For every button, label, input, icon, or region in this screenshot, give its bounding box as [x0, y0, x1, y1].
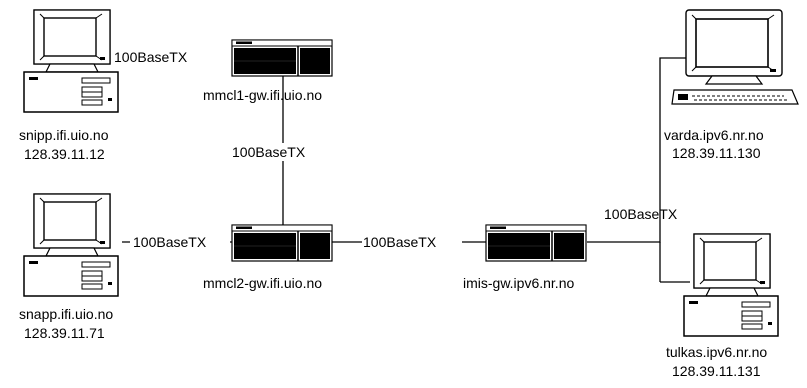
link-label-mmcl1-mmcl2: 100BaseTX — [232, 144, 306, 160]
workstation-icon — [671, 9, 799, 105]
host-snapp[interactable]: snapp.ifi.uio.no 128.39.11.71 — [19, 193, 119, 341]
router-imis[interactable]: imis-gw.ipv6.nr.no — [463, 224, 587, 291]
host-ip: 128.39.11.71 — [24, 325, 105, 341]
host-name: tulkas.ipv6.nr.no — [666, 344, 767, 360]
host-ip: 128.39.11.131 — [672, 363, 761, 379]
router-mmcl1[interactable]: mmcl1-gw.ifi.uio.no — [203, 39, 333, 103]
link-label-imis-ipv6: 100BaseTX — [604, 206, 678, 222]
link-label-mmcl2-imis: 100BaseTX — [363, 234, 437, 250]
router-icon — [231, 224, 333, 262]
link-imis-ipv6-segment — [587, 57, 690, 243]
host-ip: 128.39.11.12 — [24, 146, 105, 162]
router-name: imis-gw.ipv6.nr.no — [463, 275, 574, 291]
link-labels: 100BaseTX 100BaseTX 100BaseTX 100BaseTX … — [110, 48, 678, 251]
host-ip: 128.39.11.130 — [672, 145, 761, 161]
link-label-snapp-mmcl2: 100BaseTX — [133, 234, 207, 250]
host-name: varda.ipv6.nr.no — [664, 127, 764, 143]
desktop-computer-icon — [683, 233, 779, 337]
host-varda[interactable]: varda.ipv6.nr.no 128.39.11.130 — [664, 9, 799, 161]
link-label-snipp-mmcl1: 100BaseTX — [114, 49, 188, 65]
desktop-computer-icon — [23, 9, 119, 113]
host-tulkas[interactable]: tulkas.ipv6.nr.no 128.39.11.131 — [666, 233, 779, 379]
host-snipp[interactable]: snipp.ifi.uio.no 128.39.11.12 — [19, 9, 119, 162]
desktop-computer-icon — [23, 193, 119, 297]
router-icon — [485, 224, 587, 262]
router-name: mmcl2-gw.ifi.uio.no — [203, 275, 322, 291]
host-name: snapp.ifi.uio.no — [19, 306, 113, 322]
router-mmcl2[interactable]: mmcl2-gw.ifi.uio.no — [203, 224, 333, 291]
host-name: snipp.ifi.uio.no — [19, 127, 109, 143]
router-name: mmcl1-gw.ifi.uio.no — [203, 87, 322, 103]
router-icon — [231, 39, 333, 77]
